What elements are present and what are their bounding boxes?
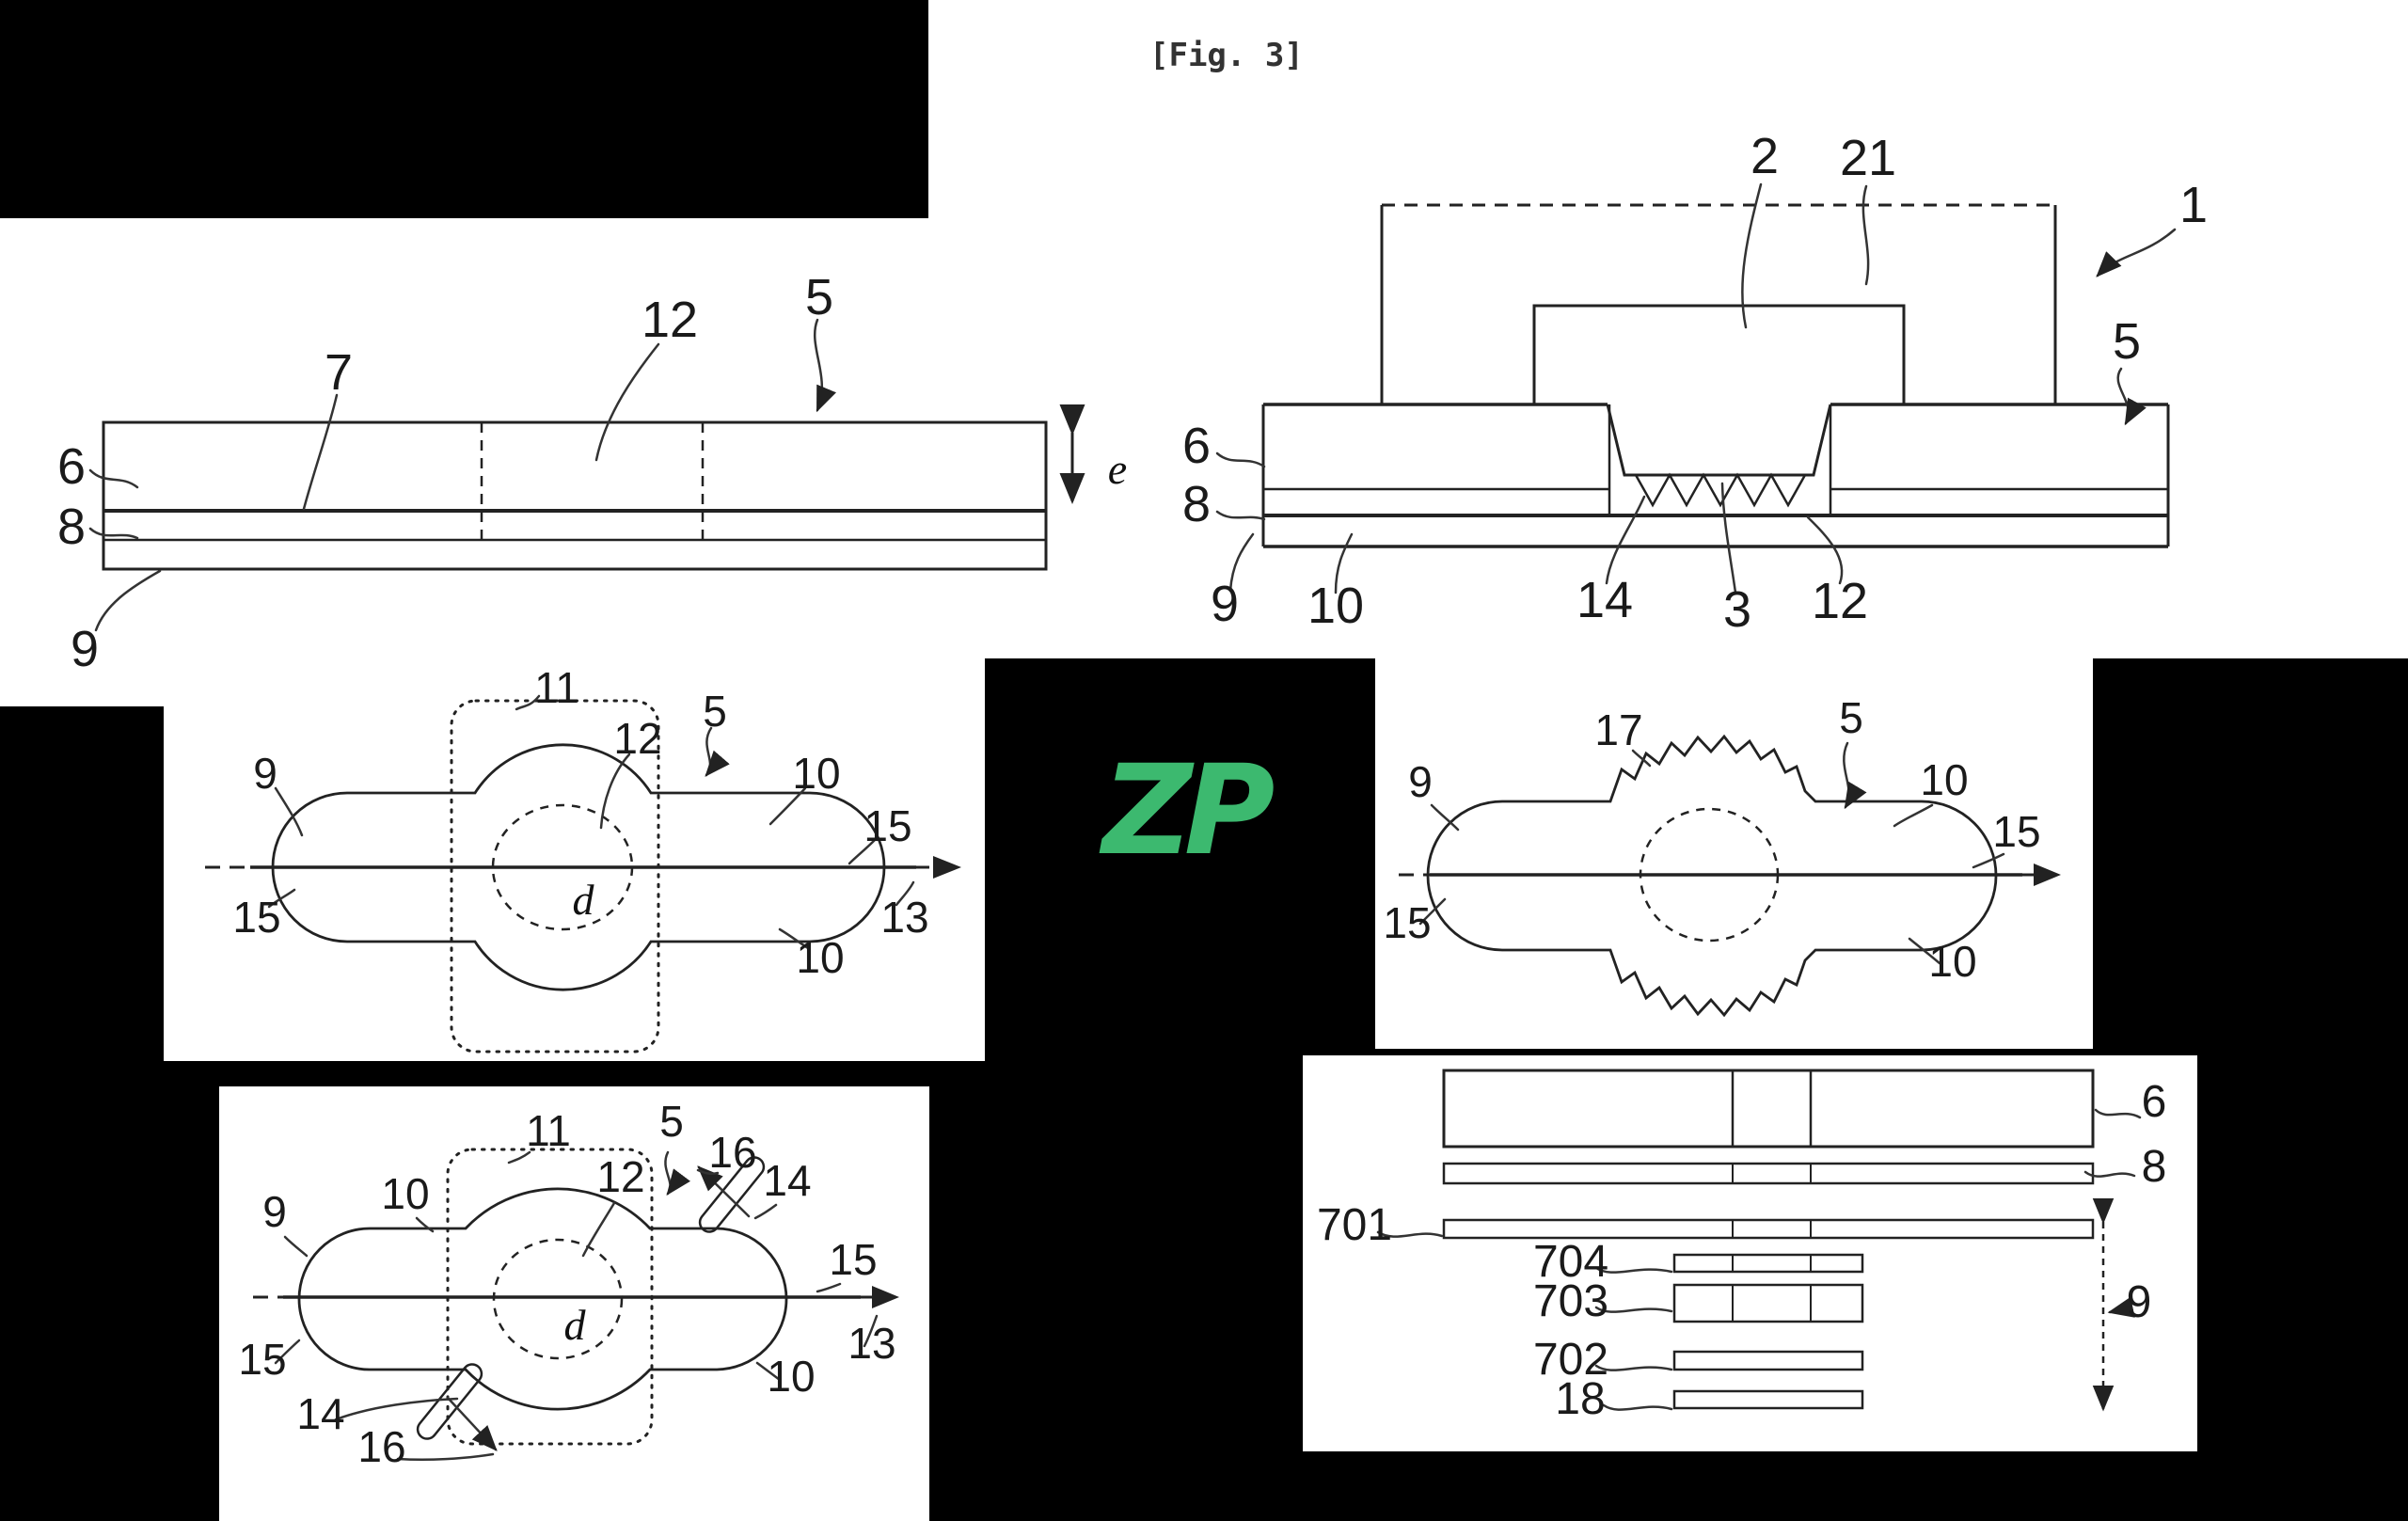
label-13: 13 bbox=[880, 893, 928, 942]
figure-plan-serrated: 17 5 9 10 15 15 10 bbox=[1383, 693, 2061, 1018]
label-6: 6 bbox=[2142, 1077, 2167, 1127]
label-10-top: 10 bbox=[381, 1169, 429, 1218]
label-15-left: 15 bbox=[238, 1335, 286, 1384]
label-10-bottom: 10 bbox=[1928, 937, 1976, 986]
tear-direction-arrow-top bbox=[697, 1165, 751, 1218]
zp-watermark-logo: ZP bbox=[1102, 749, 1275, 875]
layer-702-sheet bbox=[1672, 1350, 1864, 1371]
tear-tab-top bbox=[698, 1156, 766, 1233]
figure-plan-round: 11 5 12 9 10 15 13 15 10 d bbox=[205, 663, 961, 1054]
label-17: 17 bbox=[1594, 705, 1642, 754]
layer-6-plate bbox=[1442, 1069, 2095, 1149]
label-5: 5 bbox=[2113, 313, 2141, 370]
zp-logo-text: ZP bbox=[1102, 738, 1275, 883]
label-14-top: 14 bbox=[763, 1156, 811, 1205]
label-12: 12 bbox=[596, 1152, 644, 1201]
label-5: 5 bbox=[703, 687, 727, 736]
cross-section-fig3: 2 21 1 5 6 8 9 10 14 3 12 bbox=[1182, 128, 2208, 638]
label-1: 1 bbox=[2179, 177, 2208, 233]
label-18: 18 bbox=[1555, 1374, 1605, 1424]
label-5: 5 bbox=[805, 269, 833, 325]
label-15-right: 15 bbox=[863, 801, 911, 850]
layer-8-sheet bbox=[1442, 1162, 2095, 1185]
label-dim-d: d bbox=[573, 876, 595, 924]
label-21: 21 bbox=[1840, 130, 1896, 186]
label-11: 11 bbox=[526, 1106, 571, 1155]
figure-caption: [Fig. 3] bbox=[1149, 37, 1304, 74]
label-701: 701 bbox=[1317, 1200, 1392, 1250]
label-16-bottom: 16 bbox=[357, 1422, 405, 1471]
figure-exploded-view: 6 8 701 704 703 702 18 9 bbox=[1317, 1069, 2167, 1424]
cross-section-left-figure: 6 8 9 7 12 5 e bbox=[57, 269, 1127, 677]
label-9: 9 bbox=[2127, 1277, 2152, 1327]
label-9: 9 bbox=[253, 749, 277, 798]
test-piece-outline bbox=[271, 743, 886, 991]
axis-line bbox=[253, 1286, 899, 1308]
label-8: 8 bbox=[2142, 1142, 2167, 1192]
label-702: 702 bbox=[1533, 1335, 1608, 1385]
tear-direction-arrow-bottom bbox=[446, 1396, 498, 1451]
label-9: 9 bbox=[1408, 757, 1433, 806]
label-9: 9 bbox=[262, 1187, 287, 1236]
label-5: 5 bbox=[1839, 693, 1863, 742]
label-3: 3 bbox=[1723, 581, 1751, 638]
layer-703-sheet bbox=[1672, 1283, 1864, 1323]
label-dim-d: d bbox=[564, 1301, 587, 1349]
top-right-white-area bbox=[928, 0, 2408, 658]
label-8: 8 bbox=[1182, 476, 1211, 532]
label-14: 14 bbox=[1576, 572, 1633, 628]
axis-line bbox=[1399, 863, 2061, 886]
label-14-bottom: 14 bbox=[296, 1389, 344, 1438]
panel-exploded-view bbox=[1303, 1055, 2197, 1451]
label-704: 704 bbox=[1533, 1237, 1608, 1287]
label-16-top: 16 bbox=[708, 1128, 756, 1177]
label-7: 7 bbox=[325, 344, 353, 401]
label-2: 2 bbox=[1751, 128, 1779, 184]
layer-18-sheet bbox=[1672, 1389, 1864, 1410]
label-703: 703 bbox=[1533, 1276, 1608, 1326]
label-10: 10 bbox=[1307, 578, 1364, 634]
label-9: 9 bbox=[1211, 576, 1239, 632]
label-12: 12 bbox=[613, 714, 661, 763]
test-piece-outline bbox=[297, 1187, 788, 1411]
label-12: 12 bbox=[1812, 573, 1868, 629]
zone-11-dotted-outline bbox=[450, 699, 660, 1054]
label-6: 6 bbox=[1182, 418, 1211, 474]
label-8: 8 bbox=[57, 499, 86, 555]
diameter-dashed-circle bbox=[492, 1238, 624, 1360]
label-10-top: 10 bbox=[1920, 755, 1968, 804]
layer-701-sheet bbox=[1442, 1218, 2095, 1240]
figure-plan-tabs: 11 5 16 14 12 10 9 15 13 15 14 16 10 d bbox=[238, 1097, 899, 1471]
label-13: 13 bbox=[848, 1319, 895, 1368]
panel-plan-tabs bbox=[219, 1086, 929, 1521]
label-15-right: 15 bbox=[1992, 807, 2040, 856]
label-dim-e: e bbox=[1108, 445, 1127, 493]
label-10-top: 10 bbox=[792, 749, 840, 798]
axis-line bbox=[205, 856, 961, 879]
label-10-bottom: 10 bbox=[767, 1352, 815, 1401]
label-15-left: 15 bbox=[1383, 898, 1431, 947]
label-10-bottom: 10 bbox=[796, 933, 844, 982]
contact-zigzag bbox=[1634, 472, 1807, 508]
label-6: 6 bbox=[57, 438, 86, 495]
panel-plan-serrated bbox=[1375, 657, 2093, 1049]
label-15-right: 15 bbox=[829, 1235, 877, 1284]
label-12: 12 bbox=[642, 292, 698, 348]
figure-top-section: [Fig. 3] 6 8 9 7 12 5 e bbox=[57, 37, 2208, 677]
label-5: 5 bbox=[659, 1097, 684, 1146]
label-9: 9 bbox=[71, 621, 99, 677]
label-15-left: 15 bbox=[232, 893, 280, 942]
layer-704-sheet bbox=[1672, 1253, 1864, 1274]
panel-plan-round bbox=[164, 658, 985, 1061]
top-left-white-area bbox=[0, 218, 928, 706]
label-11: 11 bbox=[534, 663, 579, 712]
